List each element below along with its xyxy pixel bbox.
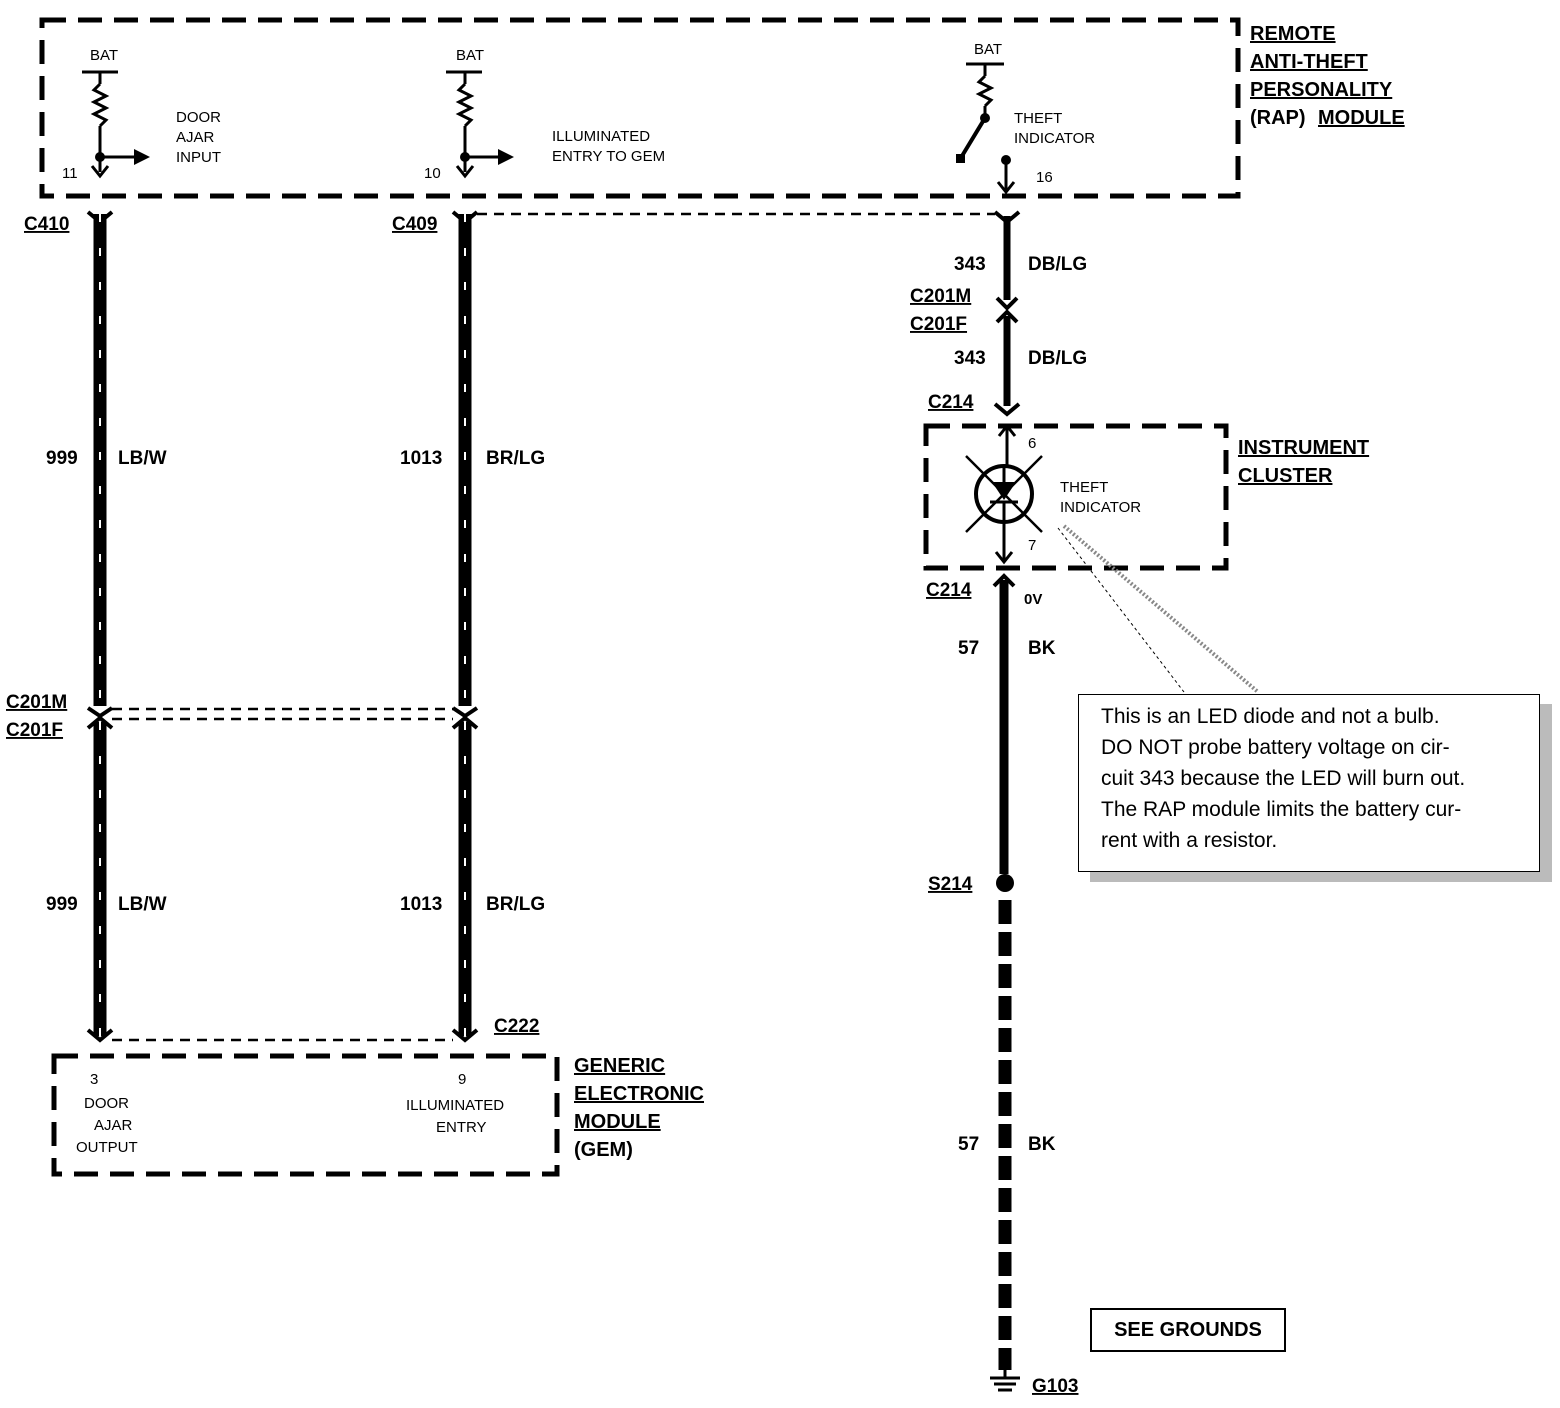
circuit-number: 1013 <box>400 894 442 915</box>
illuminated-entry-label: ENTRY TO GEM <box>552 148 665 165</box>
note-leader-line <box>1057 527 1185 693</box>
note-line: The RAP module limits the battery cur- <box>1101 798 1462 821</box>
switch-icon <box>960 116 987 158</box>
pin-label: 16 <box>1036 169 1053 186</box>
splice-s214 <box>996 874 1014 892</box>
circuit-number: 999 <box>46 448 78 469</box>
gem-pin-label: AJAR <box>94 1117 133 1134</box>
rap-module-box <box>39 17 1241 199</box>
note-leader-shadow <box>1062 524 1260 694</box>
theft-indicator-label: INDICATOR <box>1060 499 1141 516</box>
connector-c201m-right: C201M <box>910 286 971 307</box>
module-title-line: ELECTRONIC <box>574 1083 704 1105</box>
gem-door-ajar-output: 3 DOOR AJAR OUTPUT <box>76 1071 138 1156</box>
wire-color: BK <box>1028 1134 1056 1155</box>
resistor-icon <box>455 82 475 128</box>
splice-s214-label: S214 <box>928 874 973 895</box>
connector-c214-bottom: C214 <box>926 580 972 601</box>
wire-color: BK <box>1028 638 1056 659</box>
bat-label: BAT <box>90 47 118 64</box>
theft-indicator-label: INDICATOR <box>1014 130 1095 147</box>
wire-color: LB/W <box>118 894 167 915</box>
module-title-line: (RAP) <box>1250 107 1306 129</box>
module-title-line: (GEM) <box>574 1139 633 1161</box>
wire-color: BR/LG <box>486 448 545 469</box>
circuit-number: 343 <box>954 254 986 275</box>
theft-indicator-label: THEFT <box>1060 479 1108 496</box>
instrument-cluster-box <box>923 423 1229 571</box>
pin-label: 6 <box>1028 435 1036 452</box>
wire-color: DB/LG <box>1028 254 1087 275</box>
circuit-number: 57 <box>958 1134 979 1155</box>
pin-label: 7 <box>1028 537 1036 554</box>
door-ajar-input-label: DOOR <box>176 109 221 126</box>
led-warning-note: This is an LED diode and not a bulb. DO … <box>1078 694 1540 872</box>
module-title-line: INSTRUMENT <box>1238 437 1369 459</box>
wire-1013: 1013 BR/LG 1013 BR/LG <box>400 210 545 1043</box>
wire-color: LB/W <box>118 448 167 469</box>
gem-module-box <box>51 1053 560 1177</box>
wire-343: 343 DB/LG 343 DB/LG <box>954 210 1087 417</box>
note-line: cuit 343 because the LED will burn out. <box>1101 767 1466 790</box>
rap-door-ajar-circuit: BAT 11 DOOR AJAR INPUT <box>62 47 221 182</box>
door-ajar-input-label: AJAR <box>176 129 215 146</box>
module-title-line: ANTI-THEFT <box>1250 51 1368 73</box>
connector-c201m: C201M <box>6 692 67 713</box>
bat-label: BAT <box>456 47 484 64</box>
bat-label: BAT <box>974 41 1002 58</box>
instrument-cluster-title: INSTRUMENT CLUSTER <box>1238 437 1369 487</box>
output-arrow-icon <box>134 149 150 165</box>
gem-module-title: GENERIC ELECTRONIC MODULE (GEM) <box>574 1055 704 1161</box>
circuit-number: 999 <box>46 894 78 915</box>
note-line: rent with a resistor. <box>1101 829 1278 852</box>
pin-label: 9 <box>458 1071 466 1088</box>
resistor-icon <box>975 74 995 108</box>
wire-999: 999 LB/W 999 LB/W <box>46 210 167 1043</box>
rap-module-title: REMOTE ANTI-THEFT PERSONALITY (RAP) MODU… <box>1250 23 1405 129</box>
connector-c410: C410 <box>24 214 69 235</box>
rap-illuminated-entry-circuit: BAT 10 ILLUMINATED ENTRY TO GEM <box>424 47 665 182</box>
theft-indicator-led: 6 7 THEFT INDICATOR <box>965 423 1141 565</box>
illuminated-entry-label: ILLUMINATED <box>552 128 650 145</box>
gem-pin-label: DOOR <box>84 1095 129 1112</box>
door-ajar-input-label: INPUT <box>176 149 221 166</box>
output-arrow-icon <box>498 149 514 165</box>
rap-theft-indicator-circuit: BAT 16 THEFT INDICATOR <box>956 41 1095 195</box>
module-title-line: MODULE <box>574 1111 661 1133</box>
see-grounds-button[interactable]: SEE GROUNDS <box>1090 1308 1286 1352</box>
theft-indicator-label: THEFT <box>1014 110 1062 127</box>
pin-label: 3 <box>90 1071 98 1088</box>
gem-illuminated-entry: 9 ILLUMINATED ENTRY <box>406 1071 504 1136</box>
pin-label: 10 <box>424 165 441 182</box>
gem-pin-label: OUTPUT <box>76 1139 138 1156</box>
gem-pin-label: ENTRY <box>436 1119 487 1136</box>
connector-c409: C409 <box>392 214 437 235</box>
pin-label: 11 <box>62 165 78 182</box>
circuit-number: 57 <box>958 638 979 659</box>
connector-c214-top: C214 <box>928 392 974 413</box>
wire-color: DB/LG <box>1028 348 1087 369</box>
module-title-line: GENERIC <box>574 1055 665 1077</box>
circuit-number: 343 <box>954 348 986 369</box>
module-title-line: MODULE <box>1318 107 1405 129</box>
connector-c201f-right: C201F <box>910 314 967 335</box>
connector-c222: C222 <box>494 1016 539 1037</box>
note-line: DO NOT probe battery voltage on cir- <box>1101 736 1450 759</box>
resistor-icon <box>90 82 110 128</box>
circuit-number: 1013 <box>400 448 442 469</box>
voltage-label: 0V <box>1024 591 1042 608</box>
module-title-line: CLUSTER <box>1238 465 1333 487</box>
note-line: This is an LED diode and not a bulb. <box>1101 705 1440 728</box>
gem-pin-label: ILLUMINATED <box>406 1097 504 1114</box>
wire-57: 0V 57 BK 57 BK <box>958 573 1056 1392</box>
wire-color: BR/LG <box>486 894 545 915</box>
module-title-line: REMOTE <box>1250 23 1336 45</box>
connector-c201f: C201F <box>6 720 63 741</box>
module-title-line: PERSONALITY <box>1250 79 1393 101</box>
ground-g103-label: G103 <box>1032 1376 1078 1397</box>
